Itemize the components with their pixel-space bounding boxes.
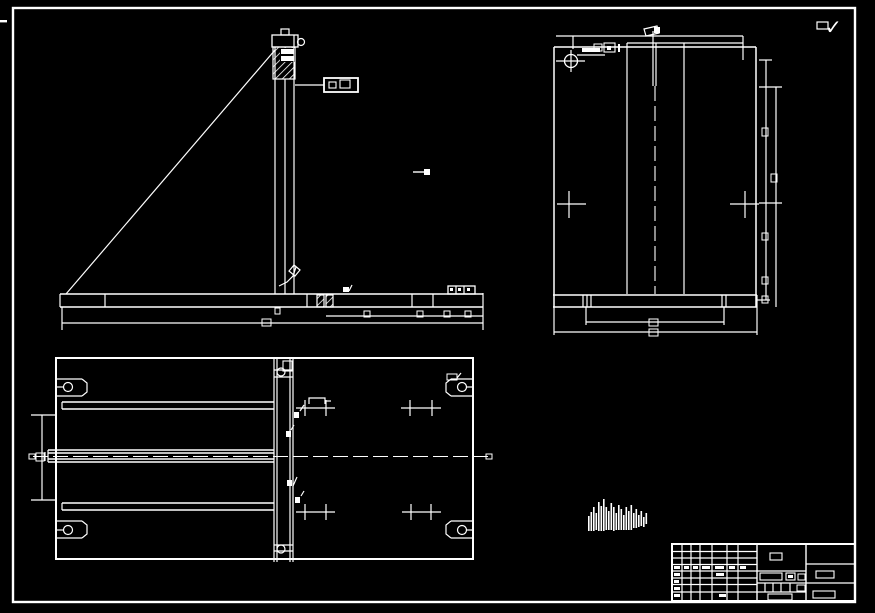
plan-view[interactable] [28,357,493,562]
side-view[interactable] [59,28,484,330]
sheet-border [0,6,857,604]
technical-notes-text[interactable] [588,499,648,531]
front-view[interactable] [553,25,782,337]
annotation-marks: ✓ [413,15,842,175]
surface-finish-symbol: ✓ [825,15,842,39]
title-block[interactable] [671,543,856,602]
